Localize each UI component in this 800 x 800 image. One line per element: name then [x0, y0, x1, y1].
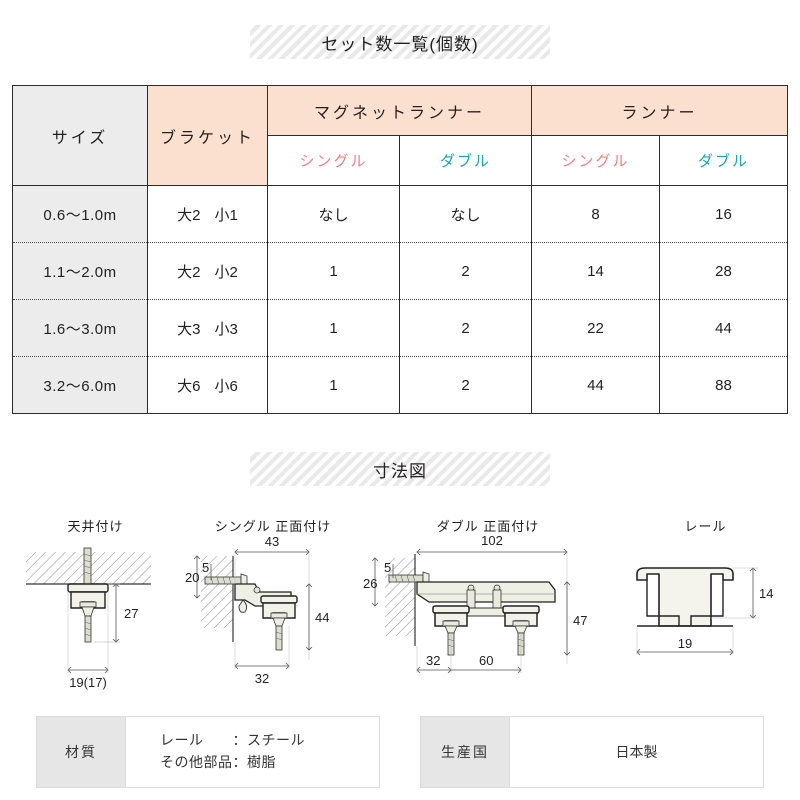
double-bottom-left-label: 32	[426, 653, 440, 668]
cell-magnet-double: 2	[398, 356, 533, 414]
single-bottom-label: 32	[255, 671, 269, 686]
table-body: 0.6〜1.0m 大2 小1 なし なし 8 16 1.1〜2.0m 大2 小2 1…	[12, 185, 789, 414]
bracket-large: 大6	[177, 377, 201, 395]
cell-bracket: 大2 小1	[147, 185, 268, 243]
bracket-small: 小2	[214, 263, 238, 281]
table-row: 材質 レール ：スチール その他部品：樹脂	[36, 716, 380, 788]
diagram-title-rail: レール	[684, 519, 727, 534]
cell-size: 1.6〜3.0m	[12, 299, 148, 357]
cell-size: 1.1〜2.0m	[12, 242, 148, 300]
cell-bracket: 大3 小3	[147, 299, 268, 357]
diagram-title-ceiling: 天井付け	[67, 519, 124, 534]
material-value: レール ：スチール その他部品：樹脂	[125, 716, 380, 788]
cell-runner-single: 8	[531, 185, 661, 243]
cell-runner-double: 88	[659, 356, 789, 414]
double-height-label: 47	[573, 613, 587, 628]
cell-bracket: 大6 小6	[147, 356, 268, 414]
cell-runner-double: 44	[659, 299, 789, 357]
cell-size: 0.6〜1.0m	[12, 185, 148, 243]
table-row: 1.6〜3.0m 大3 小3 1 2 22 44	[12, 299, 789, 357]
header-runner-double: ダブル	[659, 135, 789, 186]
section-title-dimensions: 寸法図	[373, 461, 427, 481]
cell-magnet-double: なし	[398, 185, 533, 243]
ceiling-height-label: 27	[124, 606, 138, 621]
table-row: 生産国 日本製	[420, 716, 764, 788]
rail-height-label: 14	[759, 586, 773, 601]
double-top-width-label: 102	[481, 533, 503, 548]
cell-magnet-single: 1	[267, 242, 400, 300]
table-row: 0.6〜1.0m 大2 小1 なし なし 8 16	[12, 185, 789, 243]
bracket-small: 小6	[214, 377, 238, 395]
cell-runner-single: 14	[531, 242, 661, 300]
cell-runner-single: 44	[531, 356, 661, 414]
section-title-set-count: セット数一覧(個数)	[321, 34, 479, 54]
material-line-other: その他部品：樹脂	[160, 754, 276, 770]
material-table: 材質 レール ：スチール その他部品：樹脂	[36, 716, 380, 788]
cell-bracket: 大2 小2	[147, 242, 268, 300]
header-size: サイズ	[12, 85, 148, 186]
section-banner-set-count: セット数一覧(個数)	[250, 25, 550, 59]
material-label: 材質	[36, 716, 126, 788]
double-left-inner-label: 5	[384, 560, 391, 575]
single-top-width-label: 43	[265, 534, 279, 549]
double-front-drawing: 102 47 32 60 26 5	[363, 533, 587, 674]
bracket-large: 大2	[177, 263, 201, 281]
cell-runner-single: 22	[531, 299, 661, 357]
header-runner: ランナー	[531, 85, 789, 136]
header-bracket: ブラケット	[147, 85, 268, 186]
double-left-outer-label: 26	[363, 576, 377, 591]
ceiling-mount-drawing: 27 19(17)	[26, 547, 151, 690]
bracket-large: 大3	[177, 320, 201, 338]
cell-magnet-double: 2	[398, 242, 533, 300]
header-magnet-double: ダブル	[398, 135, 533, 186]
origin-value: 日本製	[509, 716, 764, 788]
cell-runner-double: 16	[659, 185, 789, 243]
set-count-table: サイズ ブラケット マグネットランナー ランナー シングル ダブル シングル ダ…	[12, 85, 789, 414]
cell-size: 3.2〜6.0m	[12, 356, 148, 414]
bracket-small: 小3	[214, 320, 238, 338]
header-runner-single: シングル	[531, 135, 661, 186]
single-left-outer-label: 20	[185, 570, 199, 585]
dimension-drawings: 天井付け	[0, 500, 800, 695]
origin-label: 生産国	[420, 716, 510, 788]
cell-magnet-single: なし	[267, 185, 400, 243]
cell-runner-double: 28	[659, 242, 789, 300]
material-line-rail: レール ：スチール	[160, 732, 305, 749]
single-front-drawing: 43 44 32 20 5	[185, 534, 329, 686]
origin-table: 生産国 日本製	[420, 716, 764, 788]
table-row: 3.2〜6.0m 大6 小6 1 2 44 88	[12, 356, 789, 414]
single-height-label: 44	[315, 610, 329, 625]
section-banner-dimensions: 寸法図	[250, 452, 550, 486]
single-left-inner-label: 5	[202, 560, 209, 575]
header-magnet-single: シングル	[267, 135, 400, 186]
double-bottom-right-label: 60	[479, 653, 493, 668]
table-header: サイズ ブラケット マグネットランナー ランナー シングル ダブル シングル ダ…	[12, 85, 789, 186]
diagram-title-single: シングル 正面付け	[214, 519, 332, 534]
cell-magnet-double: 2	[398, 299, 533, 357]
bracket-small: 小1	[214, 206, 238, 224]
ceiling-width-label: 19(17)	[69, 675, 107, 690]
bracket-large: 大2	[177, 206, 201, 224]
cell-magnet-single: 1	[267, 299, 400, 357]
rail-drawing: 14 19	[636, 567, 773, 656]
diagram-title-double: ダブル 正面付け	[436, 519, 540, 534]
cell-magnet-single: 1	[267, 356, 400, 414]
rail-width-label: 19	[678, 636, 692, 651]
table-row: 1.1〜2.0m 大2 小2 1 2 14 28	[12, 242, 789, 300]
header-magnet-runner: マグネットランナー	[266, 85, 533, 136]
